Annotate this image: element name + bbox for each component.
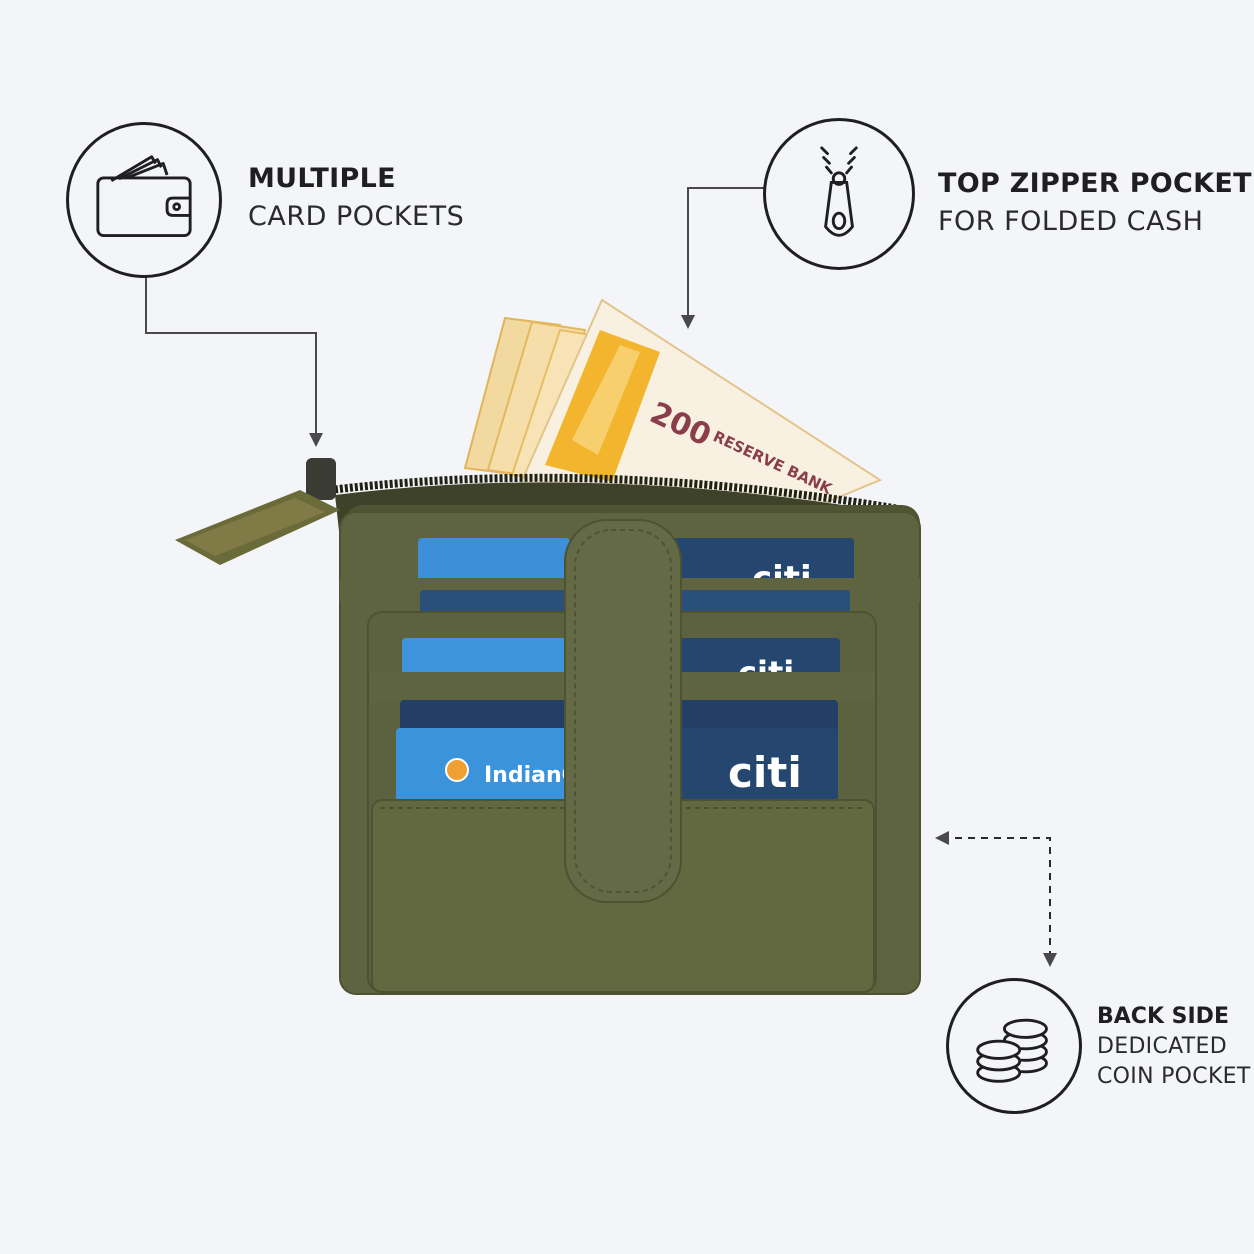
card-pockets-title: MULTIPLE	[248, 163, 396, 194]
coin-pocket-connector	[935, 831, 1057, 967]
banknotes: 200 RESERVE BANK	[463, 298, 883, 507]
coins-icon	[946, 978, 1082, 1114]
coin-pocket-subtitle-line2: COIN POCKET	[1097, 1064, 1251, 1089]
zipper-icon	[763, 118, 915, 270]
coin-pocket-subtitle-line1: DEDICATED	[1097, 1034, 1227, 1059]
zipper-pocket-title: TOP ZIPPER POCKET	[938, 168, 1252, 199]
card-pockets-subtitle: CARD POCKETS	[248, 201, 465, 232]
closure-strap	[564, 519, 682, 903]
coin-pocket-title: BACK SIDE	[1097, 1004, 1229, 1029]
zipper-pull	[175, 458, 340, 565]
svg-text:citi: citi	[728, 748, 802, 797]
zipper-pocket-subtitle: FOR FOLDED CASH	[938, 206, 1204, 237]
card-pockets-connector	[145, 273, 323, 447]
zipper-pocket-connector	[681, 187, 765, 329]
wallet-icon	[66, 122, 222, 278]
